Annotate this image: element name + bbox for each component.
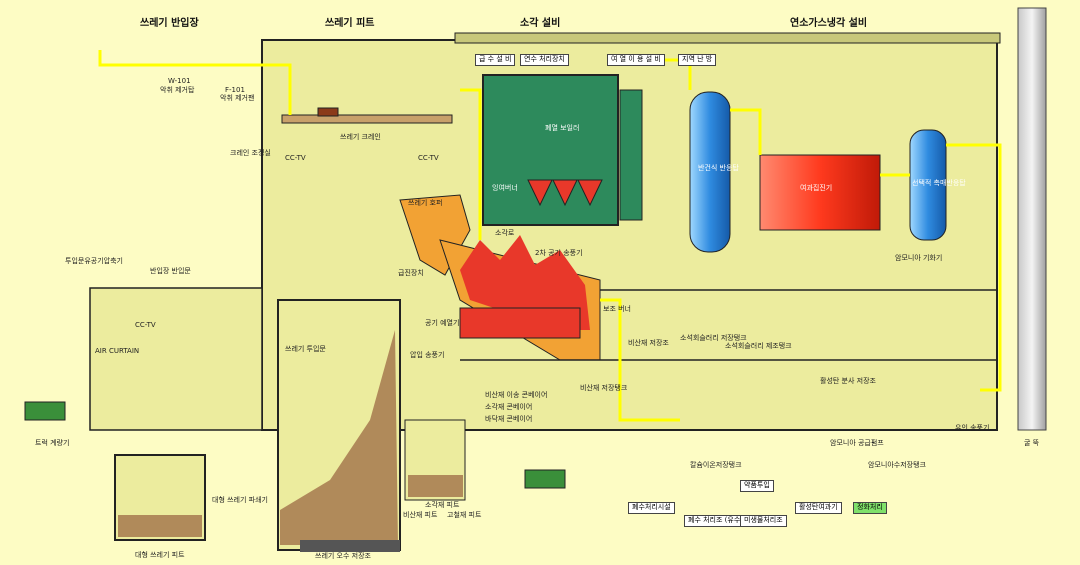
section-incineration: 소각 설비	[520, 18, 561, 29]
label-ammonia-vaporizer: 암모니아 기화기	[895, 254, 943, 262]
label-crane: 쓰레기 크레인	[340, 133, 381, 141]
label-push-blower: 압입 송풍기	[410, 351, 445, 359]
label-slaked-lime-a: 소석회슬러리 저장탱크	[680, 334, 747, 342]
label-waste-boiler: 폐열 보일러	[545, 124, 580, 132]
section-receiving: 쓰레기 반입장	[140, 18, 199, 29]
label-leachate-tank: 쓰레기 오수 저장조	[315, 552, 371, 560]
semi-dry-reactor	[689, 91, 731, 253]
section-gas-cooling: 연소가스냉각 설비	[790, 18, 868, 29]
label-activated-carbon: 활성탄 분사 저장조	[820, 377, 876, 385]
bag-filter	[759, 154, 881, 231]
label-semi-dry: 반건식 반응탑	[698, 164, 739, 172]
truck-body-1	[24, 401, 66, 421]
label-aux-burner: 보조 버너	[603, 305, 631, 313]
box-ww-out: 정화처리	[853, 502, 887, 514]
label-induced-fan: 유인 송풍기	[955, 424, 990, 432]
label-stack: 굴 뚝	[1024, 439, 1040, 447]
label-bulky-pit: 대형 쓰레기 피트	[135, 551, 185, 559]
section-pit: 쓰레기 피트	[325, 18, 375, 29]
pipes	[98, 50, 1002, 422]
label-cctv-3: CC-TV	[135, 321, 156, 329]
label-slaked-lime-b: 소석회슬러리 제조탱크	[725, 342, 792, 350]
label-silo: 비산재 저장조	[628, 339, 669, 347]
bulky-pit-waste	[118, 515, 202, 537]
box-ww-tank3: 활성탄여과기	[795, 502, 842, 514]
boiler-econ	[619, 89, 643, 221]
label-crane-control: 크레인 조정실	[230, 149, 271, 157]
label-truck-scale: 트럭 계량기	[35, 439, 70, 447]
scr-reactor	[909, 129, 947, 241]
label-primary-air: 공기 예열기	[425, 319, 460, 327]
truck-body-2	[524, 469, 566, 489]
label-cctv-1: CC-TV	[285, 154, 306, 162]
receiving-hall	[89, 287, 263, 431]
box-ww-chem: 약품투입	[740, 480, 774, 492]
label-cctv-2: CC-TV	[418, 154, 439, 162]
box-water-treatment: 연수 처리장치	[520, 54, 569, 66]
crane-trolley	[317, 107, 339, 117]
label-bottom-ash-conveyor: 바닥재 콘베이어	[485, 415, 533, 423]
label-furnace: 소각로	[495, 229, 515, 237]
ash-hopper-1	[527, 179, 553, 207]
label-ammonia-pump: 암모니아 공급펌프	[830, 439, 884, 447]
label-boiler-drum: 잉여버너	[492, 184, 518, 192]
label-fly-ash-pit: 비산재 피트	[403, 511, 438, 519]
furnace-fire	[460, 235, 590, 330]
label-secondary-air: 2차 공기 송풍기	[535, 249, 583, 257]
label-metal-pit: 고철재 피트	[447, 511, 482, 519]
label-scrap-conveyor: 비산재 이송 콘베이어	[485, 391, 548, 399]
ash-hopper-3	[577, 179, 603, 207]
label-bulky-compressor: 투입문유공기압축기	[65, 257, 123, 265]
ash-hopper-2	[552, 179, 578, 207]
label-entrance-door: 반입장 반입문	[150, 267, 191, 275]
crane-rail	[281, 114, 453, 124]
label-odor-remover: 악취 제거탑	[160, 86, 195, 94]
box-district-heating: 지역 난 방	[678, 54, 717, 66]
waste-pile	[280, 330, 398, 545]
ash-pits-fill	[408, 475, 463, 497]
box-ww-tank2: 미생물처리조	[740, 515, 787, 527]
box-water-supply: 급 수 설 비	[475, 54, 516, 66]
label-fan-w101: W-101	[168, 77, 191, 85]
waste-boiler	[482, 74, 619, 226]
stack	[1017, 7, 1047, 431]
label-bulky-shredder: 대형 쓰레기 파쇄기	[212, 496, 268, 504]
leachate-tank	[300, 540, 400, 552]
label-ammonia-tank: 암모니아수저장탱크	[868, 461, 926, 469]
box-heat-utilize: 여 열 이 용 설 비	[607, 54, 665, 66]
grate	[459, 307, 581, 339]
label-hopper: 쓰레기 호퍼	[408, 199, 443, 207]
label-bag-filter: 여과집진기	[800, 184, 833, 192]
label-lime-tank: 칼슘이온저장탱크	[690, 461, 742, 469]
label-waste-door: 쓰레기 투입문	[285, 345, 326, 353]
roof	[454, 32, 1001, 44]
label-fly-ash-storage: 비산재 저장탱크	[580, 384, 628, 392]
label-ash-conveyor2: 소각재 콘베이어	[485, 403, 533, 411]
label-feeder: 급진장치	[398, 269, 424, 277]
box-ww-plant: 폐수처리시설	[628, 502, 675, 514]
label-odor-fan: 악취 제거팬	[220, 94, 255, 102]
label-bottom-ash-pit: 소각재 피트	[425, 501, 460, 509]
label-scr: 선택적 촉매반응탑	[912, 179, 966, 187]
label-fan-f101: F-101	[225, 86, 245, 94]
label-air-curtain: AIR CURTAIN	[95, 347, 140, 355]
